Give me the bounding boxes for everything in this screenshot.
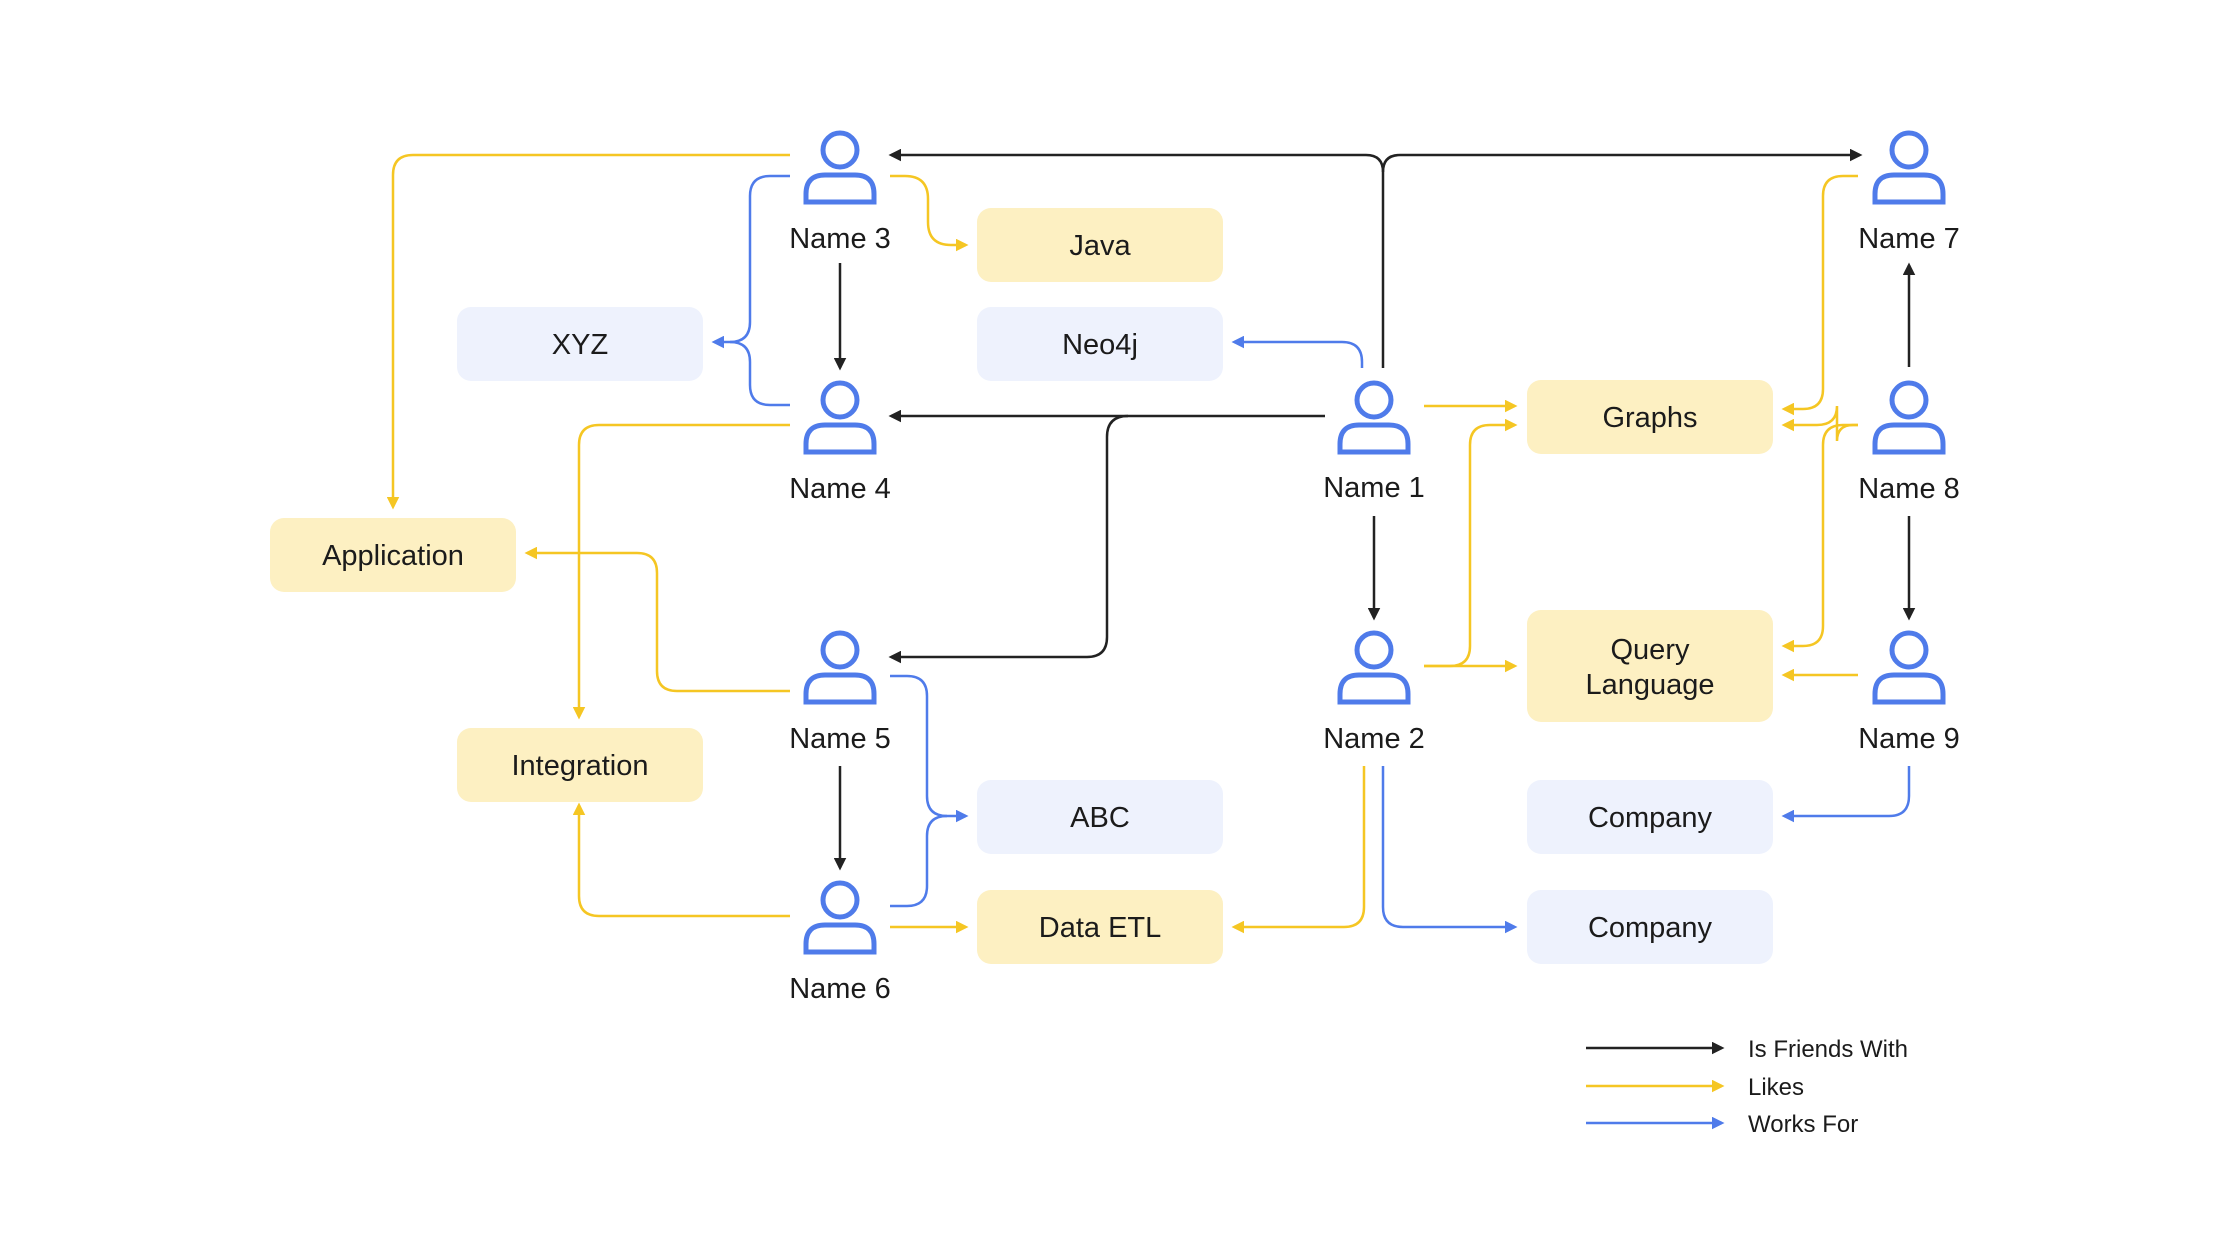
topic-company-b-label: Company — [1588, 912, 1713, 944]
topic-xyz[interactable]: XYZ — [457, 307, 703, 381]
legend-friends-label: Is Friends With — [1748, 1036, 1908, 1063]
edge-name6-abc — [890, 814, 948, 908]
edge-name1-name7 — [1381, 148, 1863, 173]
topic-integration[interactable]: Integration — [457, 728, 703, 802]
edge-name1-name5 — [888, 414, 1129, 664]
edge-name2-dataetl — [1231, 766, 1366, 934]
person-icon — [1872, 380, 1946, 455]
person-name3-label: Name 3 — [789, 223, 891, 255]
topic-neo4j[interactable]: Neo4j — [977, 307, 1223, 381]
topic-query-language[interactable]: Query Language — [1527, 610, 1773, 722]
edge-name4-xyz — [729, 340, 790, 407]
person-name2[interactable]: Name 2 — [1323, 630, 1425, 755]
edge-name8-querylanguage — [1781, 405, 1858, 442]
edge-name7-graphs — [1781, 174, 1858, 416]
edge-name2-graphs — [1424, 418, 1518, 668]
edge-name3-xyz — [711, 174, 790, 349]
topic-query-language-label-line2: Language — [1585, 669, 1714, 701]
legend: Is Friends With Likes Works For — [1586, 1036, 1908, 1138]
person-name5-label: Name 5 — [789, 723, 891, 755]
edge-name1-neo4j — [1231, 335, 1364, 368]
person-icon — [803, 880, 877, 955]
edge-name5-application — [524, 546, 790, 693]
person-name5[interactable]: Name 5 — [789, 630, 891, 755]
person-icon — [803, 130, 877, 205]
topic-query-language-label-line1: Query — [1611, 634, 1690, 666]
legend-works: Works For — [1586, 1111, 1858, 1138]
edge-name2-company — [1381, 766, 1518, 934]
topic-application-label: Application — [322, 540, 464, 572]
person-name2-label: Name 2 — [1323, 723, 1425, 755]
topic-company-b[interactable]: Company — [1527, 890, 1773, 964]
person-icon — [1872, 630, 1946, 705]
person-icon — [803, 630, 877, 705]
person-name3[interactable]: Name 3 — [789, 130, 891, 255]
person-name7-label: Name 7 — [1858, 223, 1960, 255]
edge-name8-graphs — [1781, 423, 1858, 653]
topic-xyz-label: XYZ — [552, 329, 608, 361]
edge-name4-integration — [572, 423, 790, 720]
topic-application[interactable]: Application — [270, 518, 516, 592]
person-name4-label: Name 4 — [789, 473, 891, 505]
topic-abc[interactable]: ABC — [977, 780, 1223, 854]
edge-name3-java — [890, 174, 969, 252]
edge-name6-integration — [572, 802, 790, 918]
person-name7[interactable]: Name 7 — [1858, 130, 1960, 255]
legend-friends: Is Friends With — [1586, 1036, 1908, 1063]
person-name9[interactable]: Name 9 — [1858, 630, 1960, 755]
person-name1-label: Name 1 — [1323, 472, 1425, 504]
person-name4[interactable]: Name 4 — [789, 380, 891, 505]
legend-works-label: Works For — [1748, 1111, 1858, 1138]
person-name8-label: Name 8 — [1858, 473, 1960, 505]
person-icon — [1337, 630, 1411, 705]
topic-java-label: Java — [1069, 230, 1131, 262]
person-name9-label: Name 9 — [1858, 723, 1960, 755]
topic-neo4j-label: Neo4j — [1062, 329, 1138, 361]
topic-data-etl-label: Data ETL — [1039, 912, 1162, 944]
likes-edges — [386, 153, 1858, 934]
topic-company-a-label: Company — [1588, 802, 1713, 834]
works-edges — [711, 174, 1911, 934]
friends-edges — [833, 148, 1916, 871]
topic-integration-label: Integration — [511, 750, 648, 782]
legend-likes-label: Likes — [1748, 1074, 1804, 1101]
edge-name9-company — [1781, 766, 1911, 823]
topic-abc-label: ABC — [1070, 802, 1130, 834]
person-icon — [1872, 130, 1946, 205]
person-name6[interactable]: Name 6 — [789, 880, 891, 1005]
person-icon — [1337, 380, 1411, 455]
topic-graphs-label: Graphs — [1602, 402, 1697, 434]
person-name6-label: Name 6 — [789, 973, 891, 1005]
topic-company-a[interactable]: Company — [1527, 780, 1773, 854]
legend-likes: Likes — [1586, 1074, 1804, 1101]
topic-data-etl[interactable]: Data ETL — [977, 890, 1223, 964]
person-name8[interactable]: Name 8 — [1858, 380, 1960, 505]
topic-java[interactable]: Java — [977, 208, 1223, 282]
edge-name5-abc — [890, 674, 969, 823]
topic-graphs[interactable]: Graphs — [1527, 380, 1773, 454]
person-icon — [803, 380, 877, 455]
edge-name3-application — [386, 153, 790, 510]
person-name1[interactable]: Name 1 — [1323, 380, 1425, 504]
